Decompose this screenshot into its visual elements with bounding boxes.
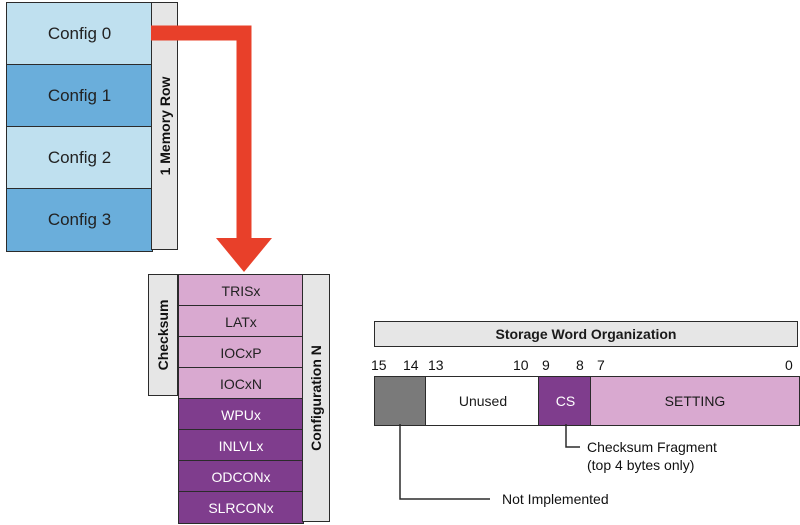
checksum-fragment-note: Checksum Fragment [587, 439, 717, 455]
register-trisx: TRISx [178, 274, 304, 307]
bit-0: 0 [785, 357, 793, 373]
config-1-label: Config 1 [47, 86, 112, 105]
field-setting: SETTING [590, 376, 800, 426]
checksum-leader [565, 424, 580, 448]
register-latx-label: LATx [225, 313, 257, 330]
register-inlvlx-label: INLVLx [218, 437, 264, 454]
config-3-block: Config 3 [6, 188, 153, 252]
storage-word-title: Storage Word Organization [495, 326, 677, 342]
register-trisx-label: TRISx [221, 282, 261, 299]
arrow-head [216, 238, 272, 272]
register-slrconx-label: SLRCONx [208, 499, 274, 516]
field-unused: Unused [425, 376, 541, 426]
register-iocxp-label: IOCxP [220, 344, 262, 361]
config-3-label: Config 3 [47, 210, 112, 229]
bit-9: 9 [542, 357, 550, 373]
config-2-label: Config 2 [47, 148, 112, 167]
register-wpux: WPUx [178, 398, 304, 431]
not-implemented-note: Not Implemented [502, 491, 609, 507]
checksum-fragment-subnote: (top 4 bytes only) [587, 457, 695, 473]
config-0-block: Config 0 [6, 2, 153, 66]
memory-row-bar: 1 Memory Row [151, 2, 178, 250]
arrow-shaft [151, 25, 252, 240]
register-odconx-label: ODCONx [211, 468, 271, 485]
not-implemented-leader [399, 424, 490, 500]
config-0-label: Config 0 [47, 24, 112, 43]
storage-word-title-bar: Storage Word Organization [374, 321, 798, 347]
register-wpux-label: WPUx [221, 406, 261, 423]
bit-13: 13 [428, 357, 444, 373]
register-latx: LATx [178, 305, 304, 338]
register-iocxn: IOCxN [178, 367, 304, 400]
field-cs-label: CS [555, 393, 576, 409]
field-cs: CS [538, 376, 593, 426]
bit-7: 7 [597, 357, 605, 373]
field-unused-label: Unused [458, 393, 508, 409]
checksum-bar: Checksum [148, 274, 178, 396]
register-iocxn-label: IOCxN [220, 375, 262, 392]
register-slrconx: SLRCONx [178, 491, 304, 524]
bit-15: 15 [371, 357, 387, 373]
configuration-n-bar: Configuration N [302, 274, 330, 522]
bit-14: 14 [403, 357, 419, 373]
bit-8: 8 [576, 357, 584, 373]
bit-10: 10 [513, 357, 529, 373]
field-setting-label: SETTING [664, 393, 726, 409]
config-2-block: Config 2 [6, 126, 153, 190]
